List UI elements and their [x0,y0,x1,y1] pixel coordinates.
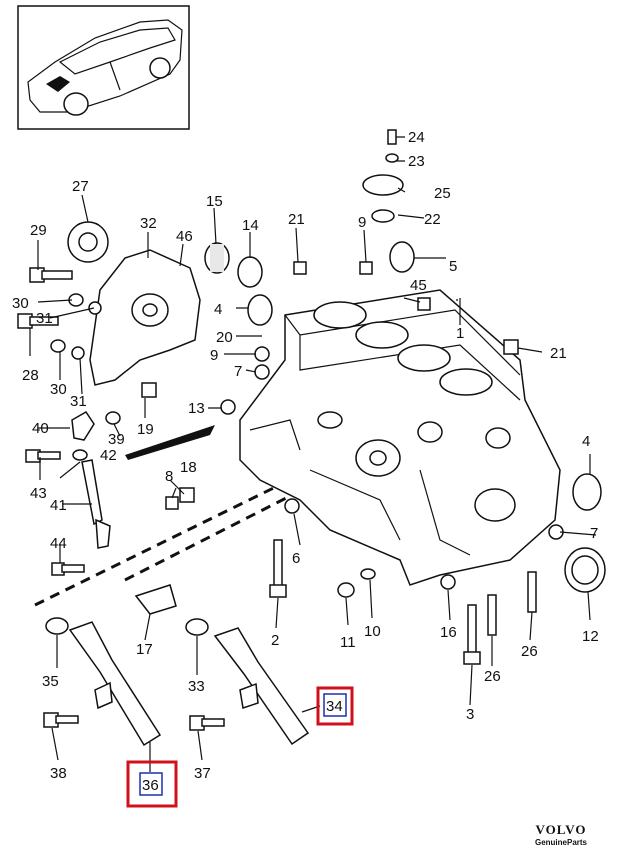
highlight-box-34[interactable] [316,686,354,726]
callout-20[interactable]: 20 [216,329,233,346]
callout-24[interactable]: 24 [408,129,425,146]
callout-36[interactable]: 36 [142,777,159,794]
callout-14[interactable]: 14 [242,217,259,234]
callout-5[interactable]: 5 [449,258,457,275]
callout-13[interactable]: 13 [188,400,205,417]
callout-21a[interactable]: 21 [288,211,305,228]
callout-45[interactable]: 45 [410,277,427,294]
callout-1[interactable]: 1 [456,325,464,342]
callout-46[interactable]: 46 [176,228,193,245]
engine-block [239,289,561,586]
callout-30a[interactable]: 30 [12,295,29,312]
brand-name: VOLVO [535,822,587,837]
callout-29[interactable]: 29 [30,222,47,239]
assembly-dash-right [124,490,299,582]
direction-arrow [125,425,215,460]
inner-box-36 [139,772,163,796]
callout-6[interactable]: 6 [292,550,300,567]
callout-22[interactable]: 22 [424,211,441,228]
small-parts [17,129,606,731]
callout-15[interactable]: 15 [206,193,223,210]
callout-28[interactable]: 28 [22,367,39,384]
callout-18[interactable]: 18 [180,459,197,476]
callout-labels: 24 23 25 22 27 29 32 46 15 14 21 9 5 45 … [12,129,599,794]
highlight-box-36[interactable] [126,760,178,808]
callout-21b[interactable]: 21 [550,345,567,362]
callout-40[interactable]: 40 [32,420,49,437]
inner-box-34 [323,693,347,717]
coolant-pipes [68,621,310,747]
callout-30b[interactable]: 30 [50,381,67,398]
callout-17[interactable]: 17 [136,641,153,658]
callout-8[interactable]: 8 [165,468,173,485]
assembly-dash-left [34,473,301,607]
callout-12[interactable]: 12 [582,628,599,645]
callout-4b[interactable]: 4 [582,433,590,450]
callout-41[interactable]: 41 [50,497,67,514]
callout-7b[interactable]: 7 [590,525,598,542]
callout-39[interactable]: 39 [108,431,125,448]
callout-9b[interactable]: 9 [210,347,218,364]
brand-tagline: GenuineParts [534,838,587,847]
callout-37[interactable]: 37 [194,765,211,782]
callout-42[interactable]: 42 [100,447,117,464]
callout-27[interactable]: 27 [72,178,89,195]
callout-31a[interactable]: 31 [36,310,53,327]
vehicle-thumbnail [17,5,190,130]
callout-23[interactable]: 23 [408,153,425,170]
callout-25[interactable]: 25 [434,185,451,202]
callout-4a[interactable]: 4 [214,301,222,318]
callout-19[interactable]: 19 [137,421,154,438]
callout-7a[interactable]: 7 [234,363,242,380]
callout-33[interactable]: 33 [188,678,205,695]
leader-lines [29,136,597,772]
callout-43[interactable]: 43 [30,485,47,502]
callout-34[interactable]: 34 [326,698,343,715]
callout-26a[interactable]: 26 [484,668,501,685]
callout-26b[interactable]: 26 [521,643,538,660]
callout-38[interactable]: 38 [50,765,67,782]
callout-44[interactable]: 44 [50,535,67,552]
callout-16[interactable]: 16 [440,624,457,641]
pump-housing [89,249,201,386]
volvo-genuine-parts-logo: VOLVO GenuineParts [506,822,616,847]
callout-11[interactable]: 11 [340,634,356,651]
callout-2[interactable]: 2 [271,632,279,649]
callout-35[interactable]: 35 [42,673,59,690]
callout-31b[interactable]: 31 [70,393,87,410]
callout-10[interactable]: 10 [364,623,381,640]
callout-32[interactable]: 32 [140,215,157,232]
callout-9a[interactable]: 9 [358,214,366,231]
callout-3[interactable]: 3 [466,706,474,723]
